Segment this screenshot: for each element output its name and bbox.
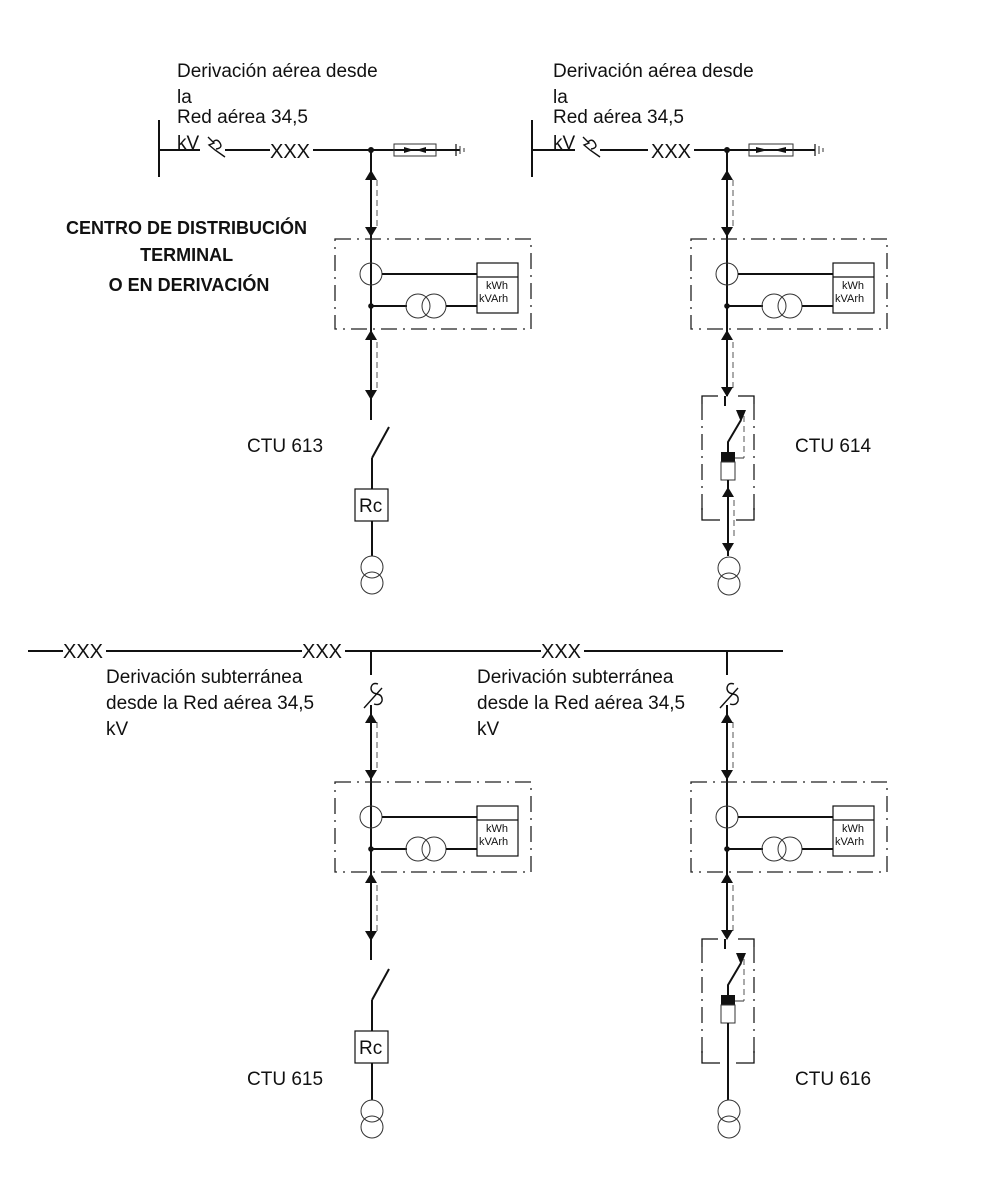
line-marker: XXX [302, 641, 342, 663]
arrow-down-icon [365, 931, 377, 941]
feed-label: Derivación subterránea desde la Red aére… [106, 667, 319, 740]
protection-label: Rc [359, 496, 382, 517]
line-marker: XXX [63, 641, 103, 663]
feed-label: Derivación aérea desde la Red aérea 34,5… [177, 61, 383, 154]
section-ctu-616: Derivación subterránea desde la Red aére… [477, 651, 888, 1139]
meter-label: kWh kVArh [479, 280, 511, 305]
power-transformer-icon [717, 1099, 741, 1139]
main-bus: XXX XXX XXX [28, 641, 783, 663]
terminal-icon [363, 682, 383, 709]
meter-label: kWh kVArh [835, 280, 867, 305]
line-marker: XXX [651, 141, 691, 163]
power-transformer-icon [360, 555, 384, 595]
feed-label: Derivación aérea desde la Red aérea 34,5… [553, 61, 759, 154]
arrow-up-icon [365, 713, 377, 723]
power-transformer-icon [717, 556, 741, 596]
terminal-icon [207, 136, 226, 158]
arrow-up-icon [721, 713, 733, 723]
arrow-down-icon [722, 543, 734, 553]
meter-label: kWh kVArh [479, 823, 511, 848]
protection-label: Rc [359, 1038, 382, 1059]
arrow-down-icon [721, 770, 733, 780]
unit-label: CTU 616 [795, 1069, 871, 1090]
arrow-down-icon [721, 387, 733, 397]
arrow-up-icon [365, 170, 377, 180]
section-ctu-614: Derivación aérea desde la Red aérea 34,5… [531, 61, 888, 596]
arrow-down-icon [721, 930, 733, 940]
ground-icon [814, 144, 824, 156]
line-marker: XXX [270, 141, 310, 163]
arrow-up-icon [365, 873, 377, 883]
arrow-up-icon [721, 873, 733, 883]
unit-label: CTU 613 [247, 436, 323, 457]
line-marker: XXX [541, 641, 581, 663]
arrow-down-icon [365, 390, 377, 400]
arrow-down-icon [365, 227, 377, 237]
disconnect-switch-icon [371, 968, 390, 1001]
arrow-down-icon [365, 770, 377, 780]
feed-label: Derivación subterránea desde la Red aére… [477, 667, 690, 740]
arrow-up-icon [721, 330, 733, 340]
power-transformer-icon [360, 1099, 384, 1139]
arrow-up-icon [722, 487, 734, 497]
arrow-up-icon [721, 170, 733, 180]
unit-label: CTU 615 [247, 1069, 323, 1090]
terminal-icon [719, 682, 739, 709]
fuse-icon [393, 143, 437, 157]
disconnect-switch-icon [371, 426, 390, 459]
arrow-down-icon [721, 227, 733, 237]
terminal-icon [582, 136, 601, 158]
section-ctu-615: Derivación subterránea desde la Red aére… [106, 651, 532, 1139]
arrow-up-icon [365, 330, 377, 340]
section-ctu-613: Derivación aérea desde la Red aérea 34,5… [158, 61, 532, 595]
meter-label: kWh kVArh [835, 823, 867, 848]
fuse-icon [748, 143, 794, 157]
diagram-title: CENTRO DE DISTRIBUCIÓN TERMINAL O EN DER… [66, 217, 312, 295]
ground-icon [455, 144, 465, 156]
unit-label: CTU 614 [795, 436, 871, 457]
